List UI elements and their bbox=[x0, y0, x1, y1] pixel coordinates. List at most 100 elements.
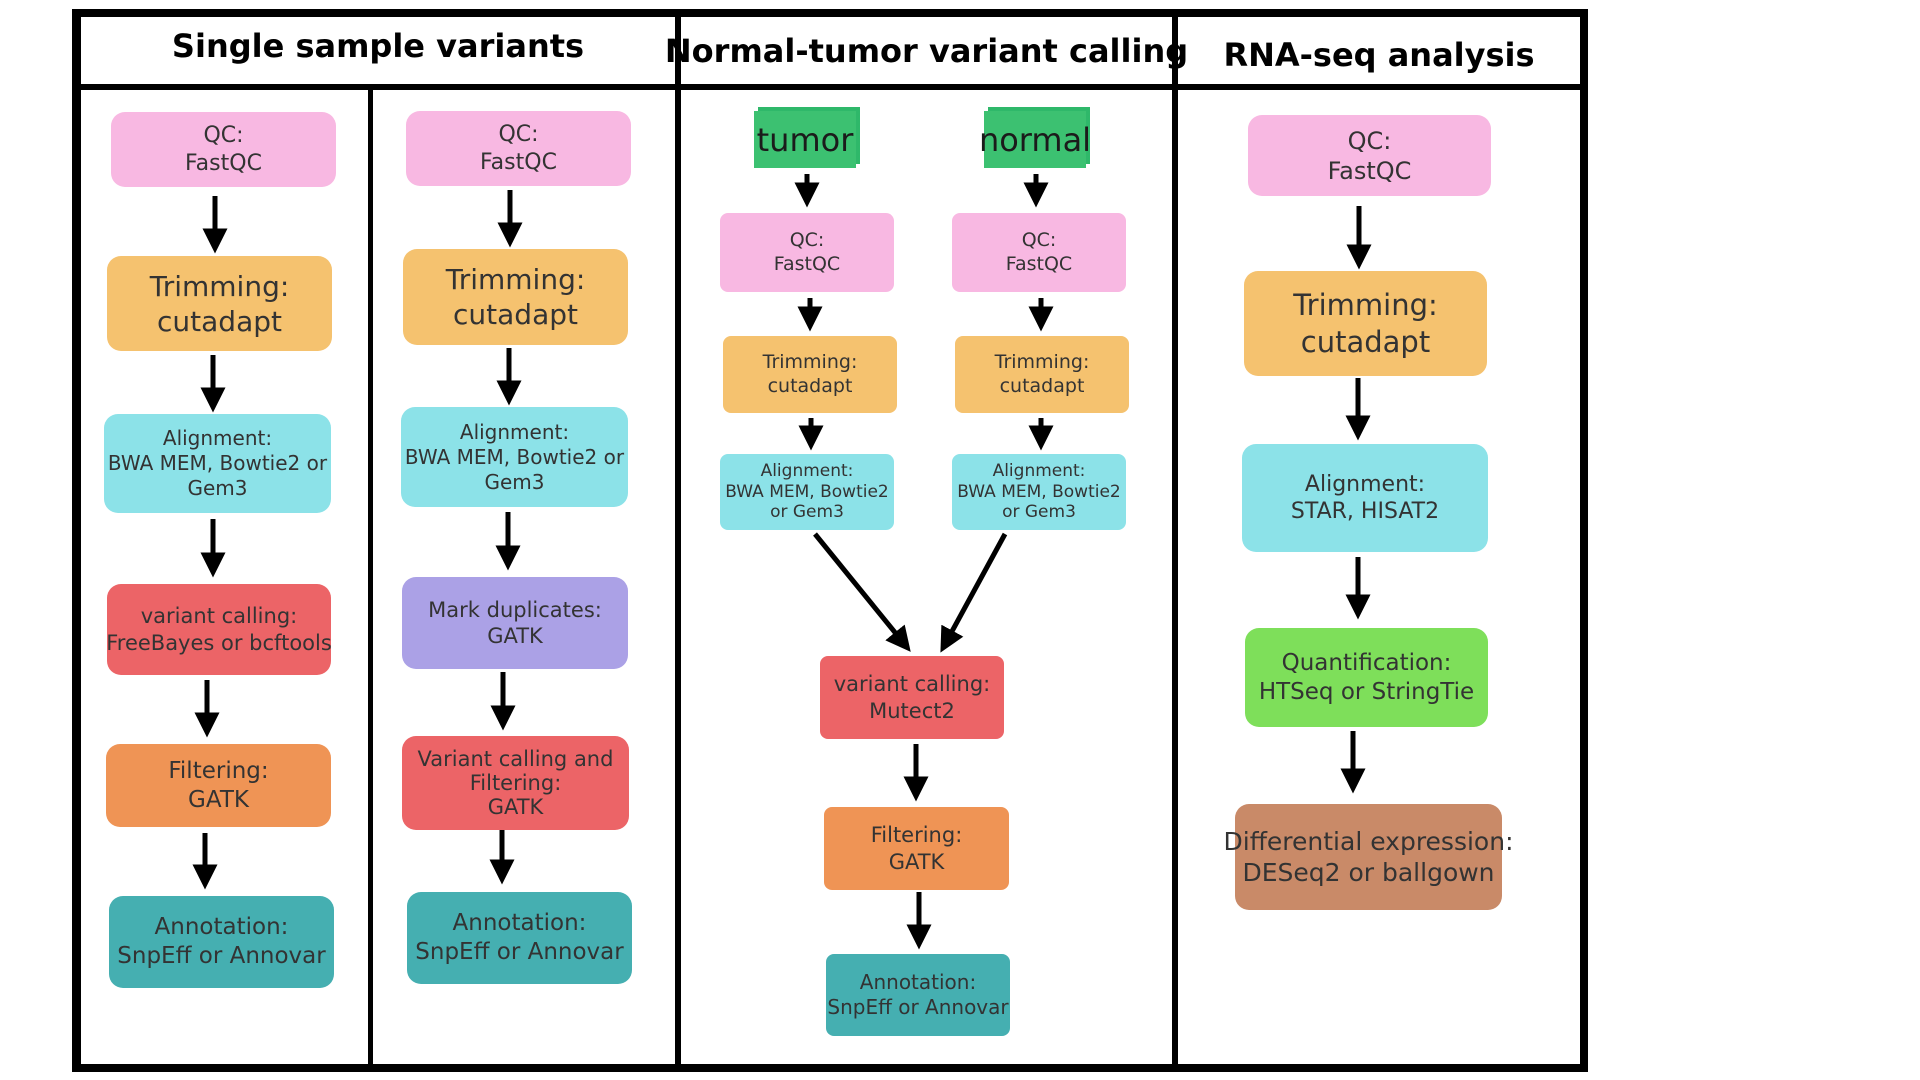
box-line: or Gem3 bbox=[1002, 502, 1076, 523]
box-line: cutadapt bbox=[157, 304, 282, 338]
tumor-trimming-box: Trimming: cutadapt bbox=[723, 336, 897, 413]
box-line: QC: bbox=[203, 123, 244, 148]
box-line: Trimming: bbox=[445, 263, 586, 296]
header-rnaseq-analysis: RNA-seq analysis bbox=[1223, 36, 1535, 74]
box-line: Differential expression: bbox=[1223, 826, 1514, 856]
box-line: Annotation: bbox=[859, 970, 977, 994]
tumor-alignment-box: Alignment: BWA MEM, Bowtie2 or Gem3 bbox=[720, 454, 894, 530]
single-b-mark-duplicates-box: Mark duplicates: GATK bbox=[402, 577, 628, 669]
tumor-qc-box: QC: FastQC bbox=[720, 213, 894, 292]
box-line: SnpEff or Annovar bbox=[827, 995, 1009, 1019]
box-line: Alignment: bbox=[1304, 471, 1426, 497]
box-line: Mark duplicates: bbox=[428, 597, 602, 622]
box-line: Alignment: bbox=[760, 460, 854, 481]
box-line: QC: bbox=[498, 122, 539, 147]
single-b-alignment-box: Alignment: BWA MEM, Bowtie2 or Gem3 bbox=[401, 407, 628, 507]
box-line: GATK bbox=[487, 624, 543, 648]
divider-tumor-rnaseq bbox=[1172, 9, 1178, 1072]
box-line: SnpEff or Annovar bbox=[117, 943, 326, 969]
header-divider bbox=[72, 84, 1588, 90]
single-a-filtering-box: Filtering: GATK bbox=[106, 744, 331, 827]
divider-single-tumor bbox=[675, 9, 681, 1072]
single-a-alignment-box: Alignment: BWA MEM, Bowtie2 or Gem3 bbox=[104, 414, 331, 513]
box-line: variant calling: bbox=[833, 672, 991, 697]
normal-sample-tag: normal bbox=[979, 111, 1091, 168]
tumor-sample-tag: tumor bbox=[754, 111, 856, 168]
frame-bottom-border bbox=[72, 1064, 1588, 1072]
arrow-normal-alignment-calling bbox=[940, 532, 1008, 653]
box-line: GATK bbox=[888, 849, 945, 874]
tumor-normal-variant-calling-box: variant calling: Mutect2 bbox=[820, 656, 1004, 739]
box-line: FastQC bbox=[773, 252, 841, 275]
box-line: FastQC bbox=[1005, 252, 1073, 275]
single-a-annotation-box: Annotation: SnpEff or Annovar bbox=[109, 896, 334, 988]
tumor-normal-filtering-box: Filtering: GATK bbox=[824, 807, 1009, 890]
single-b-qc-box: QC: FastQC bbox=[406, 111, 631, 186]
single-b-trimming-box: Trimming: cutadapt bbox=[403, 249, 628, 345]
divider-single-inner bbox=[368, 84, 373, 1072]
rnaseq-trimming-box: Trimming: cutadapt bbox=[1244, 271, 1487, 376]
box-line: Variant calling and bbox=[417, 746, 614, 771]
box-line: Filtering: bbox=[469, 770, 562, 795]
box-line: BWA MEM, Bowtie2 bbox=[957, 481, 1121, 502]
box-line: Annotation: bbox=[154, 914, 289, 941]
box-line: FastQC bbox=[1327, 156, 1412, 185]
box-line: cutadapt bbox=[453, 298, 578, 331]
box-line: Mutect2 bbox=[869, 698, 955, 723]
header-normal-tumor-variant-calling: Normal-tumor variant calling bbox=[664, 32, 1189, 70]
box-line: HTSeq or StringTie bbox=[1258, 678, 1475, 705]
single-b-variant-calling-filtering-box: Variant calling and Filtering: GATK bbox=[402, 736, 629, 830]
box-line: SnpEff or Annovar bbox=[415, 939, 624, 965]
normal-qc-box: QC: FastQC bbox=[952, 213, 1126, 292]
box-line: cutadapt bbox=[999, 374, 1085, 397]
box-line: Alignment: bbox=[162, 426, 273, 450]
box-line: FreeBayes or bcftools bbox=[106, 630, 332, 655]
box-line: Gem3 bbox=[484, 469, 545, 494]
box-line: cutadapt bbox=[767, 374, 853, 397]
normal-alignment-box: Alignment: BWA MEM, Bowtie2 or Gem3 bbox=[952, 454, 1126, 530]
box-line: Gem3 bbox=[187, 476, 248, 500]
frame-right-border bbox=[1580, 9, 1588, 1072]
header-single-sample-variants: Single sample variants bbox=[171, 27, 585, 65]
box-line: Filtering: bbox=[870, 823, 963, 848]
box-line: Trimming: bbox=[149, 269, 290, 303]
box-line: STAR, HISAT2 bbox=[1290, 499, 1440, 524]
tumor-normal-annotation-box: Annotation: SnpEff or Annovar bbox=[826, 954, 1010, 1036]
rnaseq-alignment-box: Alignment: STAR, HISAT2 bbox=[1242, 444, 1488, 552]
normal-trimming-box: Trimming: cutadapt bbox=[955, 336, 1129, 413]
single-a-qc-box: QC: FastQC bbox=[111, 112, 336, 187]
box-line: GATK bbox=[188, 786, 249, 813]
box-line: QC: bbox=[1021, 228, 1057, 251]
box-line: FastQC bbox=[185, 150, 262, 176]
box-line: cutadapt bbox=[1300, 324, 1431, 359]
box-line: Quantification: bbox=[1281, 649, 1452, 676]
rnaseq-qc-box: QC: FastQC bbox=[1248, 115, 1491, 196]
box-line: Alignment: bbox=[992, 460, 1086, 481]
box-line: Annotation: bbox=[452, 910, 587, 937]
box-line: or Gem3 bbox=[770, 502, 844, 523]
rnaseq-quantification-box: Quantification: HTSeq or StringTie bbox=[1245, 628, 1488, 727]
box-line: BWA MEM, Bowtie2 or bbox=[107, 451, 328, 475]
box-line: BWA MEM, Bowtie2 bbox=[725, 481, 889, 502]
box-line: Filtering: bbox=[168, 757, 269, 784]
box-line: FastQC bbox=[480, 149, 557, 175]
frame-left-border bbox=[72, 9, 81, 1072]
arrow-tumor-alignment-calling bbox=[813, 532, 911, 652]
box-line: Trimming: bbox=[994, 350, 1090, 373]
box-line: DESeq2 or ballgown bbox=[1242, 858, 1495, 887]
box-line: Trimming: bbox=[762, 350, 858, 373]
frame-top-border bbox=[72, 9, 1588, 17]
box-line: Trimming: bbox=[1293, 288, 1438, 323]
box-line: BWA MEM, Bowtie2 or bbox=[404, 444, 625, 469]
box-line: variant calling: bbox=[140, 604, 298, 629]
box-line: GATK bbox=[487, 795, 544, 820]
box-line: Alignment: bbox=[459, 419, 570, 444]
single-a-trimming-box: Trimming: cutadapt bbox=[107, 256, 332, 351]
single-a-variant-calling-box: variant calling: FreeBayes or bcftools bbox=[106, 584, 332, 675]
single-b-annotation-box: Annotation: SnpEff or Annovar bbox=[407, 892, 632, 984]
box-line: QC: bbox=[789, 228, 825, 251]
rnaseq-differential-expression-box: Differential expression: DESeq2 or ballg… bbox=[1224, 804, 1514, 910]
box-line: QC: bbox=[1347, 126, 1392, 155]
